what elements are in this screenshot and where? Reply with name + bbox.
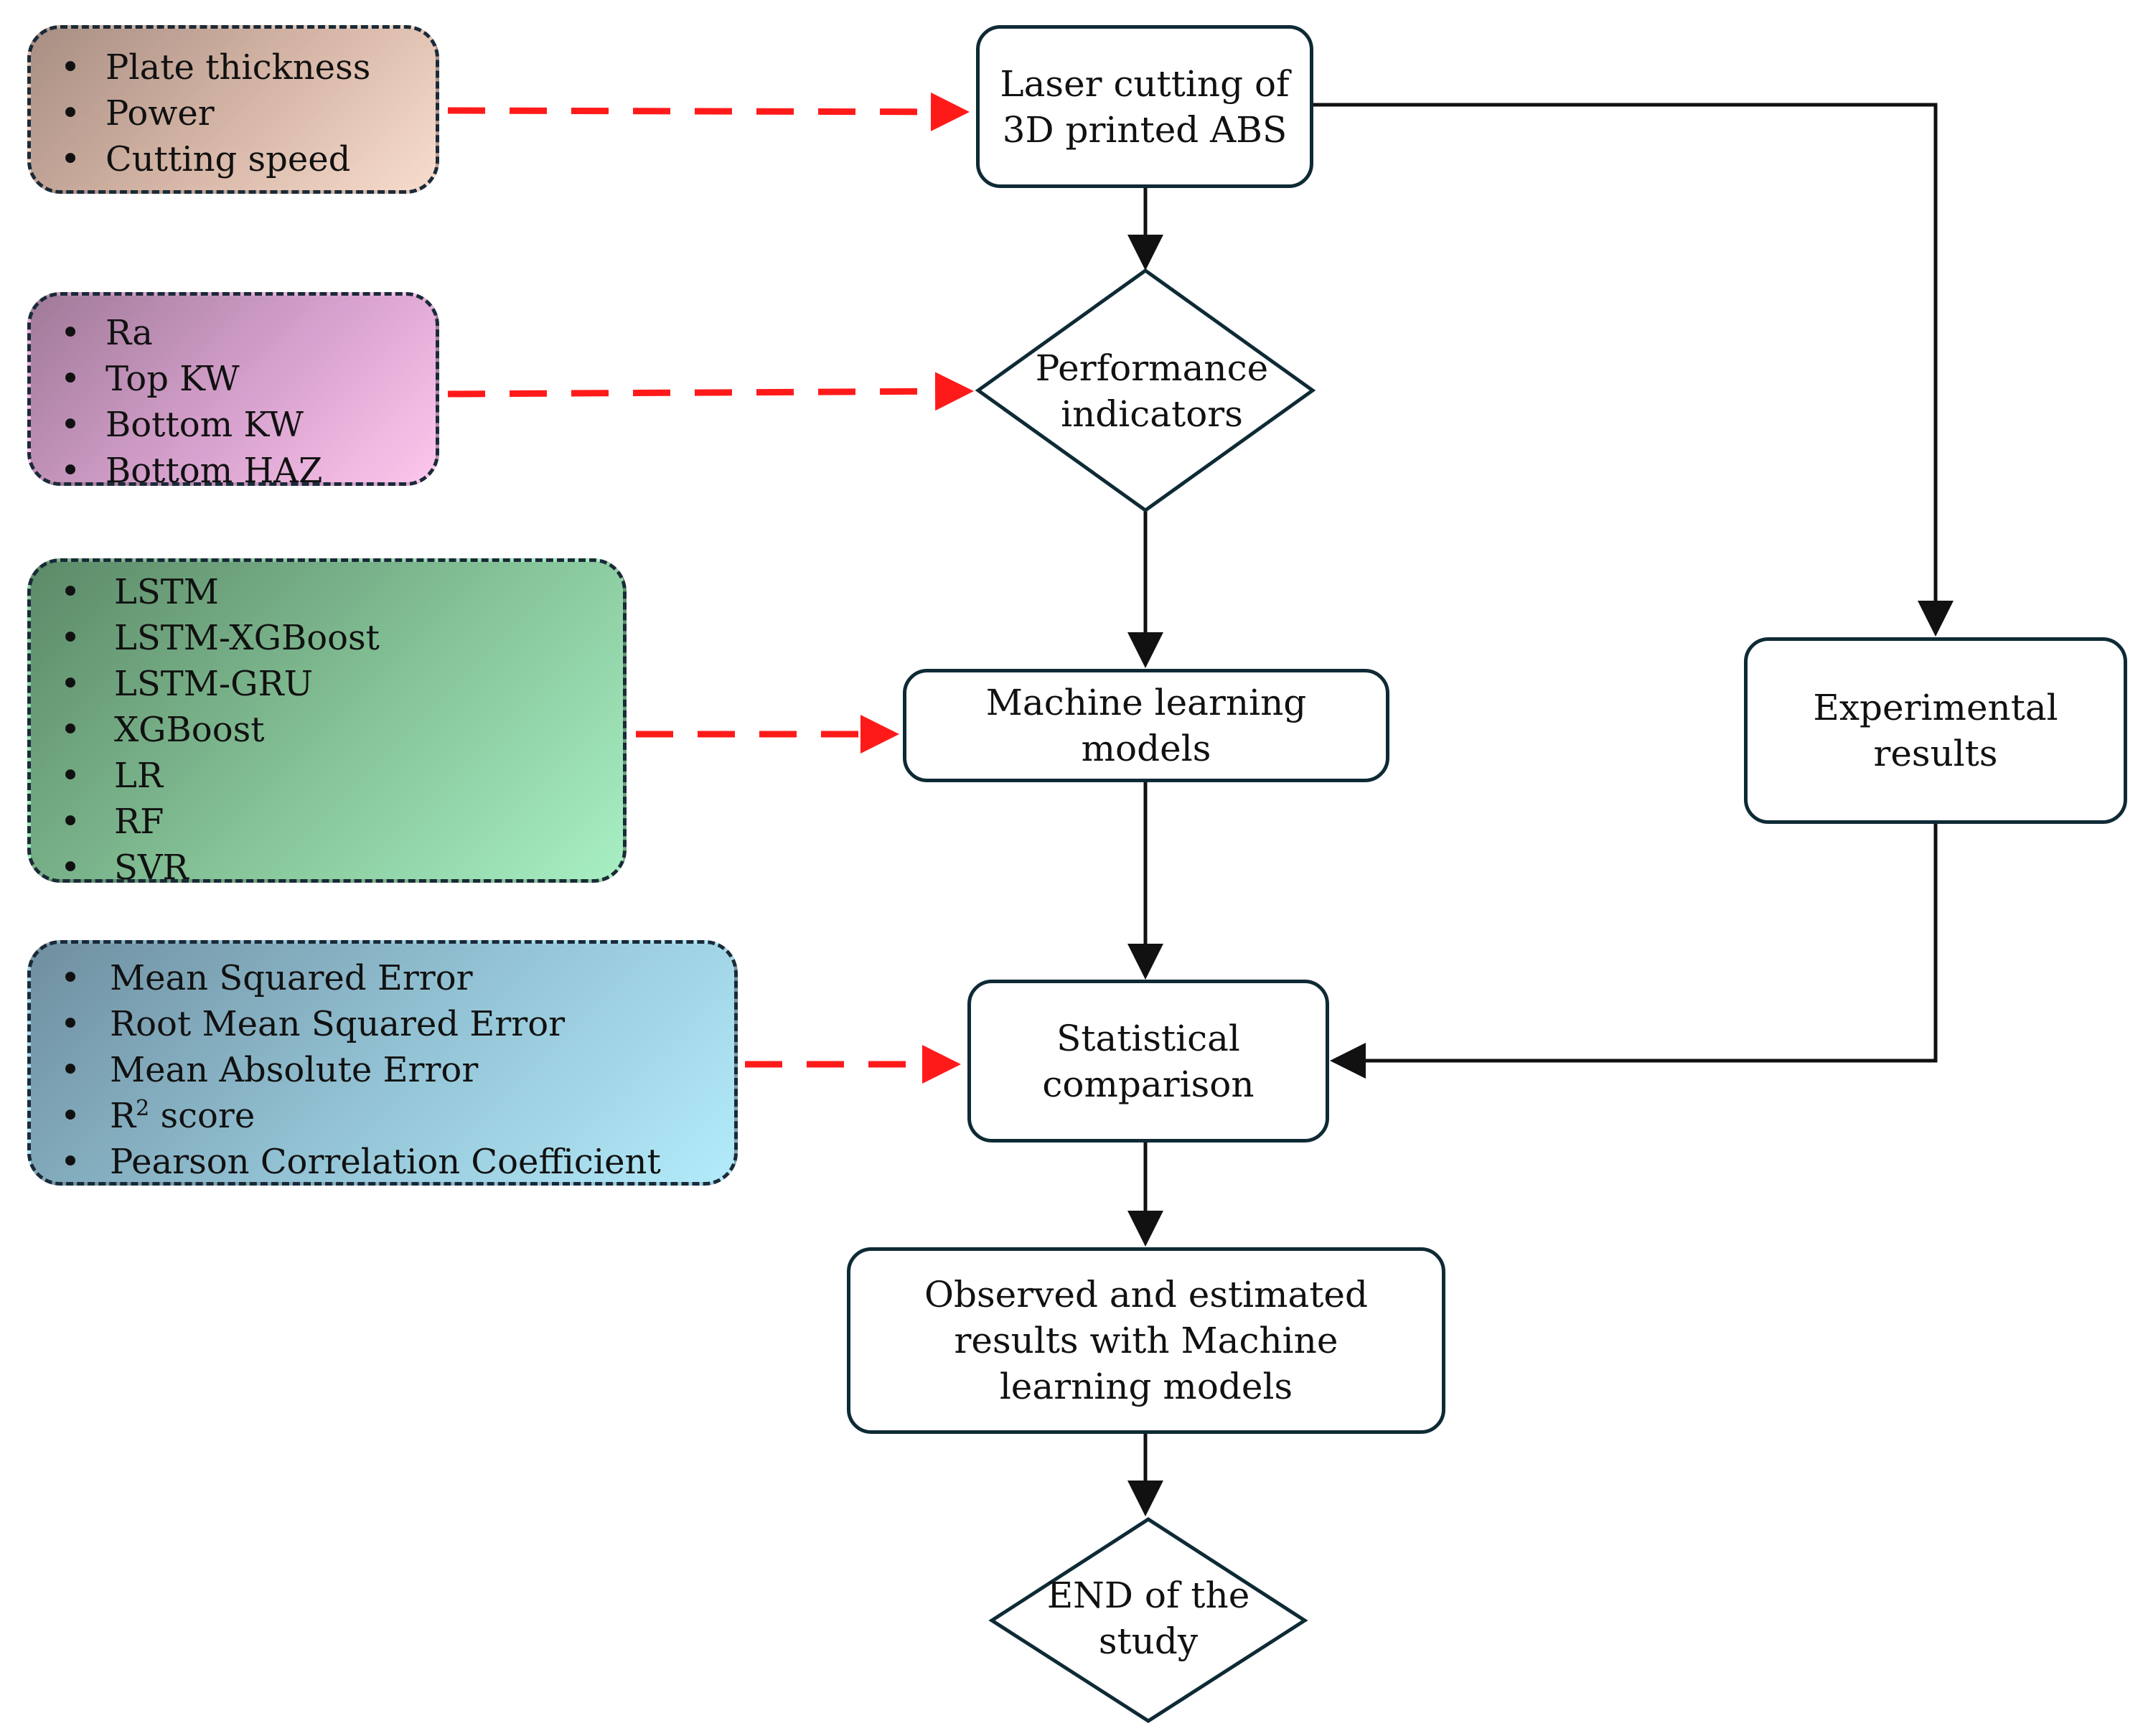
bullet-icon: • [60, 359, 81, 399]
dashed-arrow-indicators-to-performance [447, 372, 974, 411]
dashed-arrow-process-to-laser [447, 92, 970, 131]
metric-mse: Mean Squared Error [110, 958, 473, 998]
laser-cutting-node: Laser cutting of 3D printed ABS [976, 25, 1313, 188]
indicator-top-kw: Top KW [105, 359, 240, 399]
indicator-bottom-haz: Bottom HAZ [105, 451, 323, 491]
bullet-icon: • [60, 47, 81, 88]
bullet-icon: • [60, 93, 81, 133]
list-item: • Root Mean Squared Error [31, 1001, 734, 1047]
process-parameters-list: • Plate thickness • Power • Cutting speed [31, 44, 436, 182]
list-item: • LSTM-GRU [31, 661, 623, 707]
list-item: • XGBoost [31, 707, 623, 753]
metric-pcc: Pearson Correlation Coefficient [110, 1142, 661, 1182]
performance-diamond-shape [975, 268, 1316, 513]
bullet-icon: • [60, 618, 81, 658]
model-lstm-gru: LSTM-GRU [114, 664, 314, 704]
metrics-list: • Mean Squared Error • Root Mean Squared E… [31, 955, 734, 1185]
list-item: • R2 score [31, 1093, 734, 1139]
bullet-icon: • [60, 572, 81, 612]
statistical-comparison-node: Statistical comparison [967, 980, 1329, 1143]
list-item: • RF [31, 799, 623, 845]
performance-indicators-box: • Ra • Top KW • Bottom KW • Bottom HAZ [27, 292, 439, 491]
param-plate-thickness: Plate thickness [105, 47, 371, 88]
metric-mae: Mean Absolute Error [110, 1050, 479, 1090]
bullet-icon: • [60, 405, 81, 445]
model-lstm: LSTM [114, 572, 219, 612]
bullet-icon: • [60, 958, 81, 998]
metric-r2-rest: score [149, 1096, 255, 1136]
list-item: • Bottom KW [31, 402, 436, 448]
list-item: • LSTM-XGBoost [31, 615, 623, 661]
bullet-icon: • [60, 1142, 81, 1182]
experimental-results-node: Experimental results [1744, 637, 2127, 824]
list-item: • Top KW [31, 356, 436, 402]
bullet-icon: • [60, 802, 81, 842]
bullet-icon: • [60, 451, 81, 491]
performance-indicators-node: Performance indicators [1035, 347, 1269, 435]
list-item: • Bottom HAZ [31, 448, 436, 494]
bullet-icon: • [60, 1096, 81, 1136]
list-item: • Power [31, 90, 436, 136]
list-item: • Plate thickness [31, 44, 436, 90]
model-rf: RF [114, 802, 164, 842]
end-diamond-shape [988, 1517, 1308, 1723]
process-parameters-box: • Plate thickness • Power • Cutting speed [27, 25, 439, 194]
param-power: Power [105, 93, 215, 133]
bullet-icon: • [60, 848, 81, 888]
bullet-icon: • [60, 664, 81, 704]
bullet-icon: • [60, 710, 81, 750]
list-item: • Mean Squared Error [31, 955, 734, 1001]
list-item: • LSTM [31, 569, 623, 615]
bullet-icon: • [60, 139, 81, 179]
model-lr: LR [114, 756, 164, 796]
bullet-icon: • [60, 1050, 81, 1090]
metric-r2-superscript: 2 [136, 1096, 150, 1121]
arrow-laser-to-experimental [1313, 103, 1954, 637]
end-of-study-node: END of the study [1046, 1575, 1250, 1662]
metrics-box: • Mean Squared Error • Root Mean Squared E… [27, 940, 738, 1186]
bullet-icon: • [60, 313, 81, 353]
model-xgboost: XGBoost [114, 710, 265, 750]
metric-r2-base: R [110, 1096, 136, 1136]
bullet-icon: • [60, 756, 81, 796]
ml-models-list: • LSTM • LSTM-XGBoost • LSTM-GRU • XGBoost •… [31, 569, 623, 891]
ml-models-box: • LSTM • LSTM-XGBoost • LSTM-GRU • XGBoost •… [27, 558, 627, 888]
indicator-ra: Ra [105, 313, 153, 353]
bullet-icon: • [60, 1004, 81, 1044]
list-item: • LR [31, 753, 623, 799]
arrow-experimental-to-statistical [1330, 824, 1938, 1079]
performance-indicators-list: • Ra • Top KW • Bottom KW • Bottom HAZ [31, 310, 436, 494]
observed-estimated-results-node: Observed and estimated results with Mach… [847, 1247, 1445, 1434]
metric-rmse: Root Mean Squared Error [110, 1004, 566, 1044]
param-cutting-speed: Cutting speed [105, 139, 351, 179]
list-item: • Cutting speed [31, 136, 436, 182]
indicator-bottom-kw: Bottom KW [105, 405, 304, 445]
model-svr: SVR [114, 848, 189, 888]
list-item: • Ra [31, 310, 436, 356]
list-item: • SVR [31, 845, 623, 891]
list-item: • Mean Absolute Error [31, 1047, 734, 1093]
machine-learning-models-node: Machine learning models [903, 669, 1389, 782]
model-lstm-xgboost: LSTM-XGBoost [114, 618, 380, 658]
list-item: • Pearson Correlation Coefficient [31, 1139, 734, 1185]
